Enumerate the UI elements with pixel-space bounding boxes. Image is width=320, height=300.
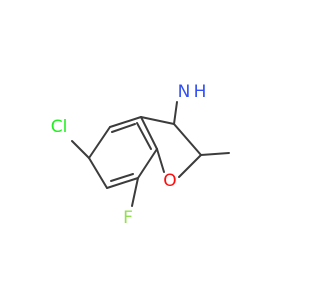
amine-hydrogen-label: H [194,82,207,102]
bond-o-c7a [156,148,165,173]
bond-c2-methyl [200,152,230,156]
bond-c5-c6 [88,157,108,189]
chlorine-label: Cl [51,117,68,137]
amine-nitrogen-label: N [178,82,191,102]
bond-c6-c7-inner [110,173,134,182]
bond-c3-n [173,101,178,125]
bond-c7a-c3a-inner [136,122,152,150]
fluorine-label: F [123,208,133,228]
bond-c5-cl [71,140,90,159]
ring-oxygen-label: O [163,171,176,191]
molecule-canvas: N H O Cl F [50,82,230,228]
bond-c4-c5 [88,126,111,159]
bond-c3a-c4 [109,116,142,128]
bond-c6-c7 [106,177,139,189]
bond-c7a-c3a [140,116,158,150]
bond-c7-f [131,177,139,207]
bond-c3-c2 [173,123,202,156]
bond-c7-c7a [137,148,158,179]
bond-c4-c4-inner [111,123,136,133]
bond-c3a-c3 [140,116,175,125]
bond-c2-o [178,154,202,178]
molecule-structure: N H O Cl F [51,82,230,228]
